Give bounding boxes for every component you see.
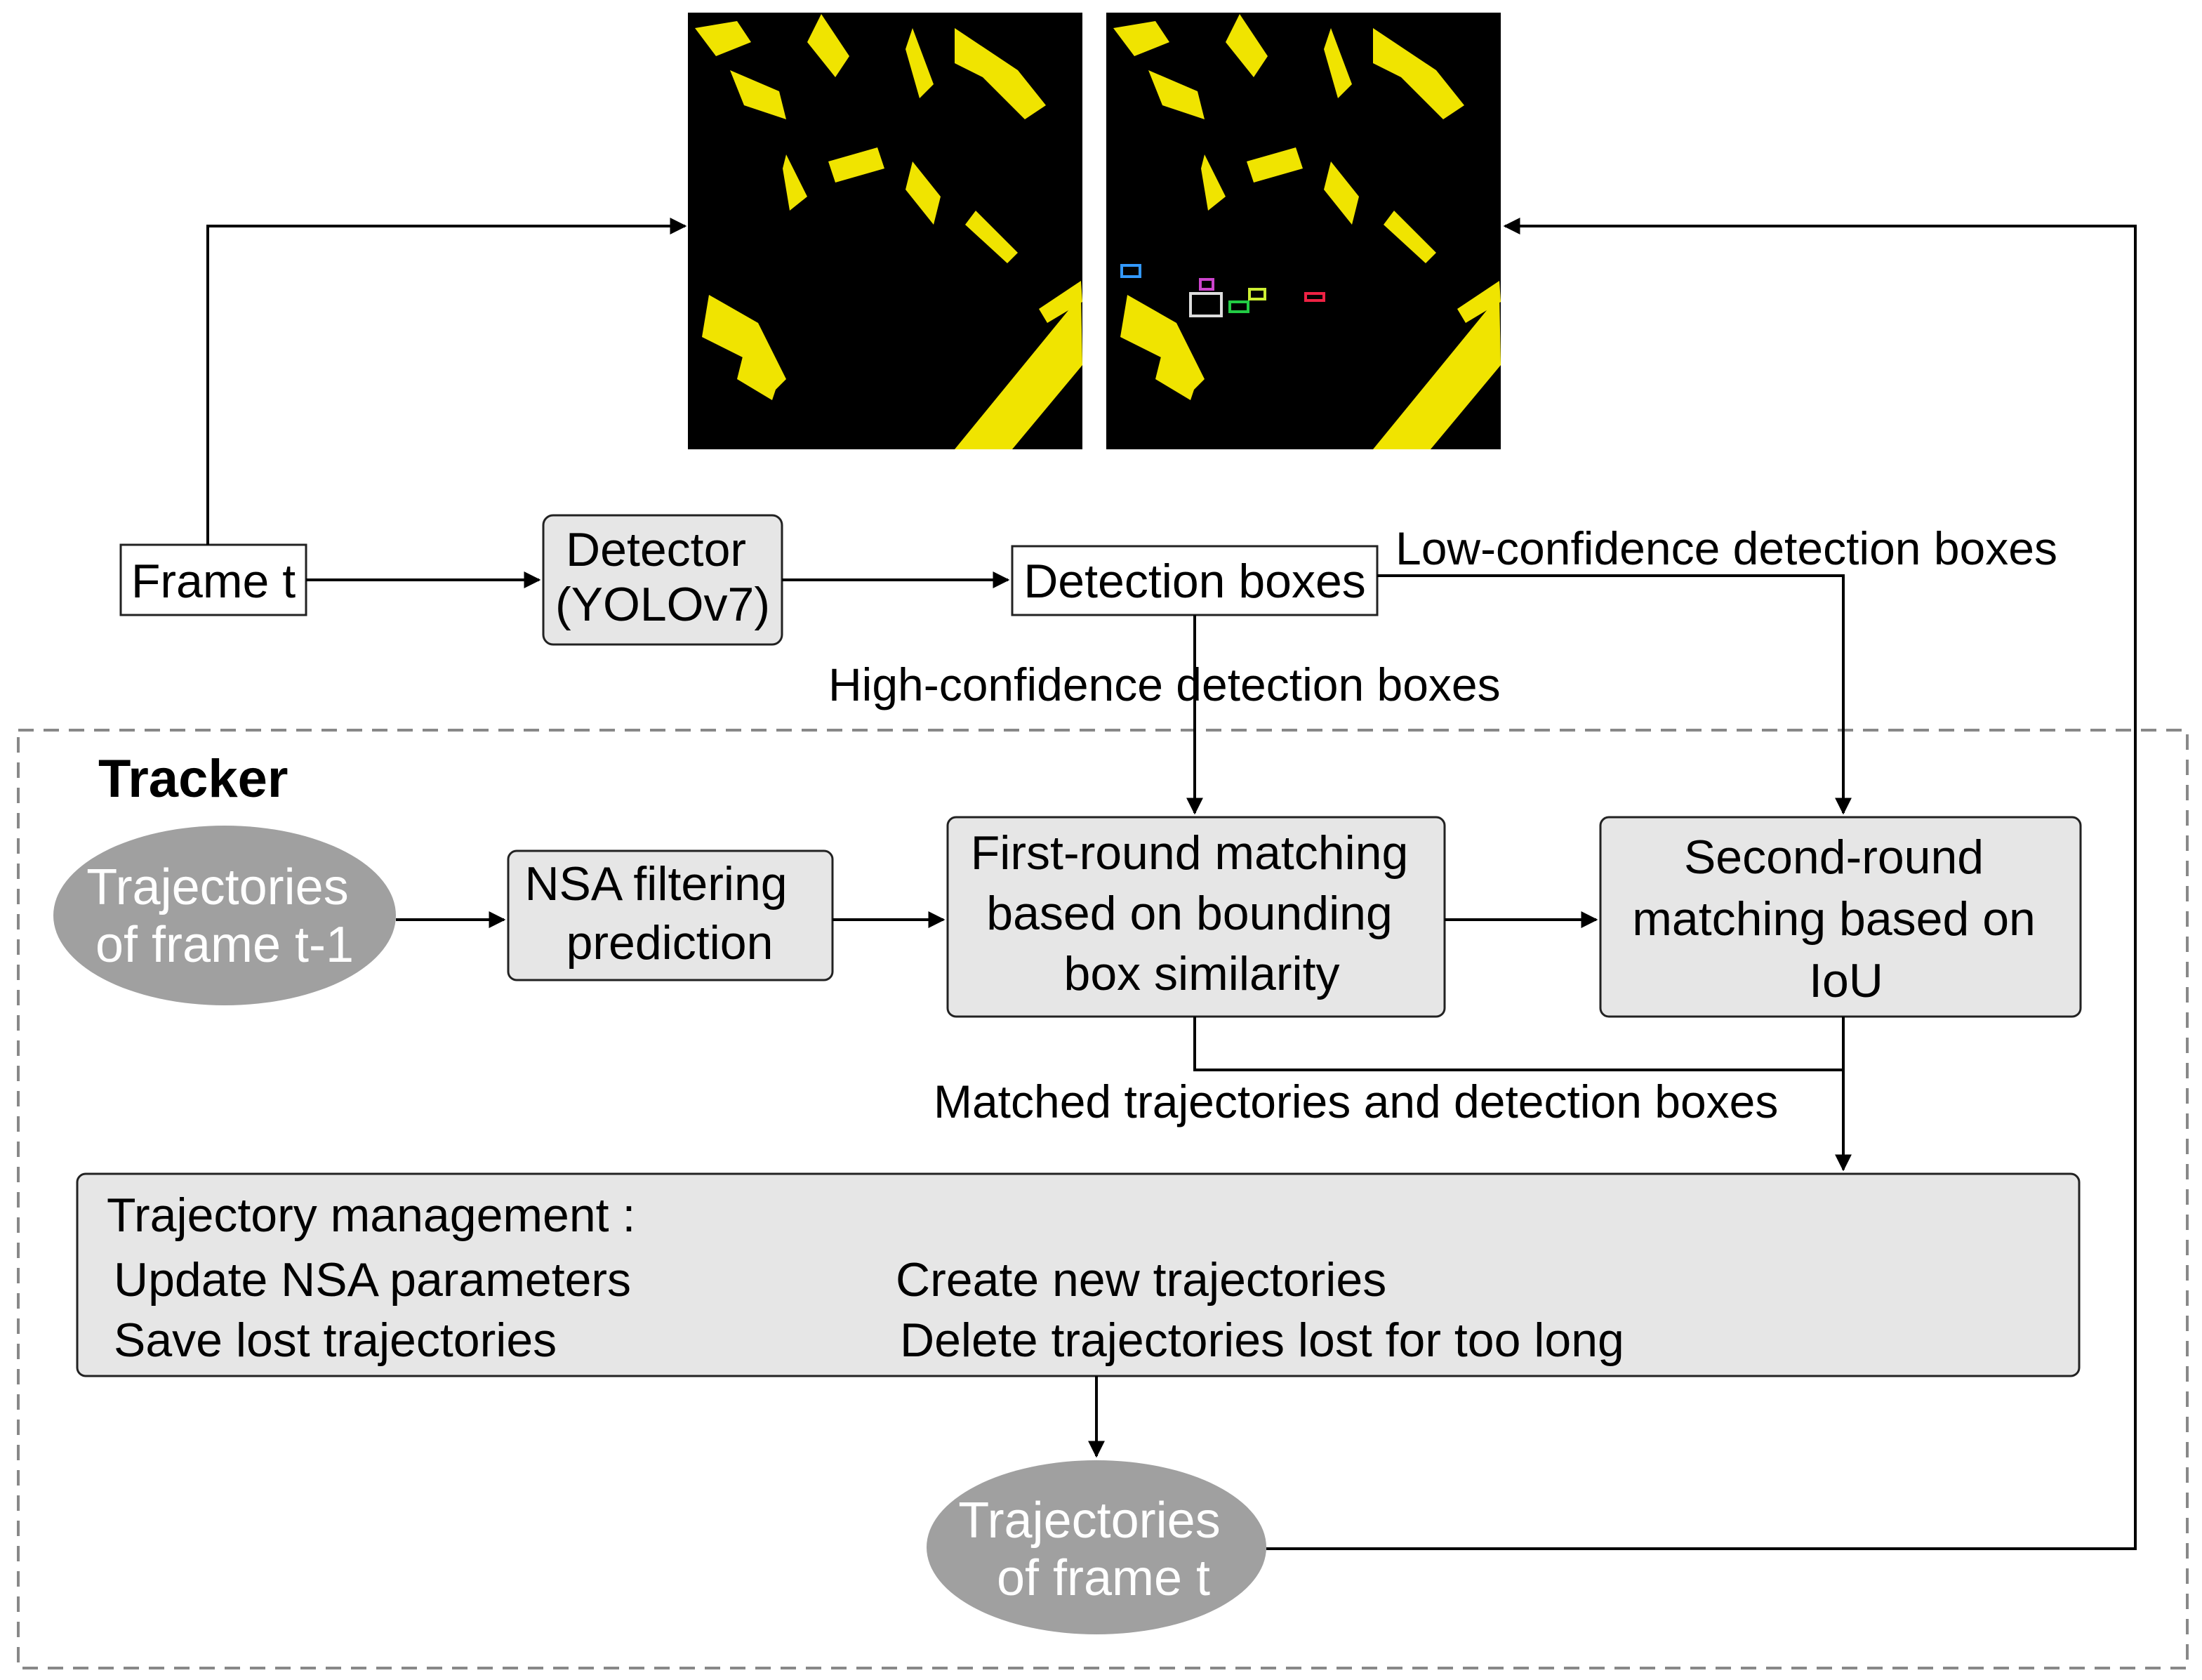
frame-image-right [1106, 13, 1501, 449]
low-confidence-label: Low-confidence detection boxes [1395, 522, 2057, 574]
management-left: Update NSA parameters Save lost trajecto… [114, 1253, 644, 1367]
tracker-title: Tracker [98, 749, 288, 809]
trajectory-management-box [76, 1172, 2081, 1377]
detection-boxes-label: Detection boxes [1023, 555, 1366, 608]
detector-label: Detector (YOLOv7) [555, 523, 770, 631]
matched-label: Matched trajectories and detection boxes [934, 1076, 1778, 1127]
management-right: Create new trajectories Delete trajector… [896, 1253, 1624, 1367]
frame-image-left [688, 13, 1082, 449]
trajectories-current-ellipse [927, 1460, 1266, 1634]
tracker-region [17, 729, 2189, 1669]
first-round-label: First-round matching based on bounding b… [971, 826, 1421, 1000]
frame-t-label: Frame t [131, 555, 296, 608]
connectors [206, 218, 2137, 1550]
trajectories-current-label: Trajectories of frame t [958, 1493, 1234, 1606]
management-title: Trajectory management : [107, 1189, 635, 1242]
trajectories-prev-ellipse [53, 826, 396, 1005]
nsa-filter-box [507, 849, 834, 981]
trajectories-prev-label: Trajectories of frame t-1 [86, 859, 362, 973]
second-round-box [1599, 816, 2082, 1018]
second-round-label: Second-round matching based on IoU [1632, 831, 2049, 1007]
nsa-filter-label: NSA filtering prediction [524, 857, 800, 970]
detection-boxes-box [1011, 545, 1379, 616]
high-confidence-label: High-confidence detection boxes [828, 659, 1501, 710]
